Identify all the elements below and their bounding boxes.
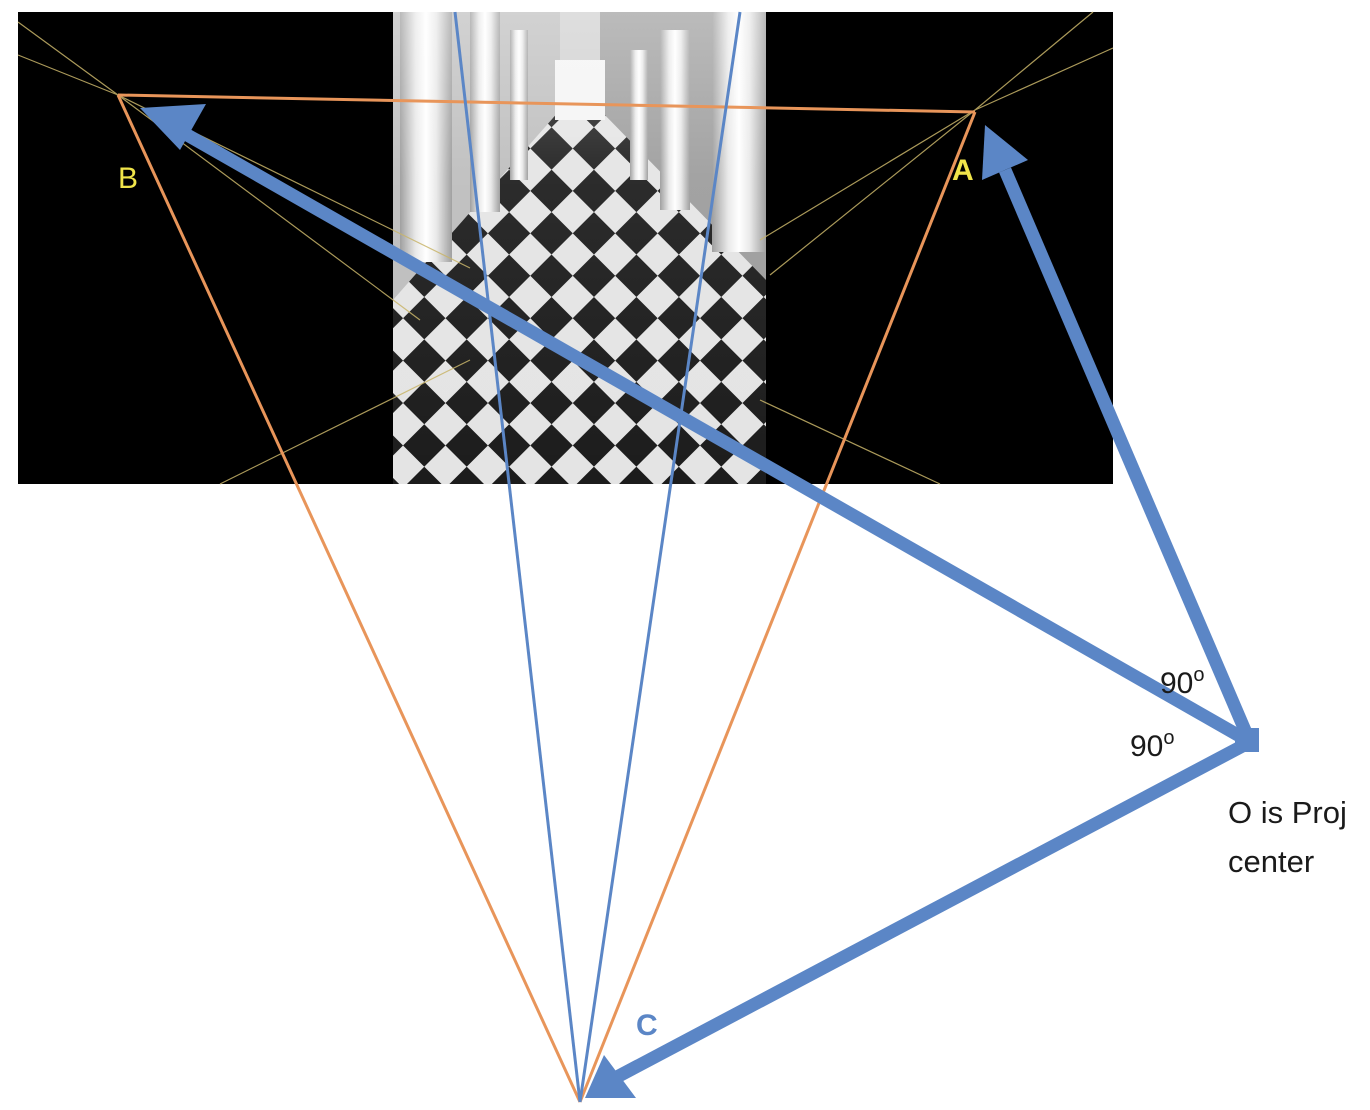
label-point-c: C <box>636 1009 658 1042</box>
degree-mark-upper: o <box>1193 664 1204 686</box>
angle-label-upper: 90o <box>1160 664 1205 700</box>
arrow-o-to-c-shaft <box>611 736 1254 1084</box>
arrow-o-to-a-shaft <box>999 167 1256 745</box>
edge-b-a <box>117 93 976 114</box>
angle-label-lower: 90o <box>1130 727 1175 763</box>
guide-line <box>974 47 1114 111</box>
guide-line <box>17 54 119 96</box>
blue-line-right <box>578 11 742 1103</box>
guide-line <box>974 11 1094 111</box>
projection-center-marker <box>1235 728 1259 752</box>
label-point-a: A <box>952 154 974 187</box>
edge-a-c <box>578 111 977 1103</box>
arrow-o-to-b-shaft <box>171 122 1254 748</box>
degree-mark-lower: o <box>1163 727 1174 749</box>
guide-line <box>17 21 119 96</box>
vanishing-guides <box>17 11 1114 485</box>
projection-center-caption-line1: O is Proj <box>1228 795 1347 830</box>
angle-value-lower: 90 <box>1130 730 1163 763</box>
arrow-o-to-b-head <box>140 104 206 150</box>
guide-line <box>759 109 976 241</box>
label-point-b: B <box>118 162 138 195</box>
angle-value-upper: 90 <box>1160 667 1193 700</box>
projection-center-caption-line2: center <box>1228 844 1314 879</box>
blue-line-left <box>453 11 582 1103</box>
corridor-photo <box>393 12 766 484</box>
edge-b-c <box>116 94 582 1103</box>
orange-triangle <box>116 93 977 1103</box>
guide-line <box>769 109 976 276</box>
arrow-o-to-a-head <box>982 125 1028 180</box>
arrow-o-to-c-head <box>585 1055 636 1098</box>
blue-guide-lines <box>453 11 742 1103</box>
guide-line <box>759 399 941 485</box>
projection-arrows <box>140 104 1259 1098</box>
guide-line <box>219 359 471 485</box>
